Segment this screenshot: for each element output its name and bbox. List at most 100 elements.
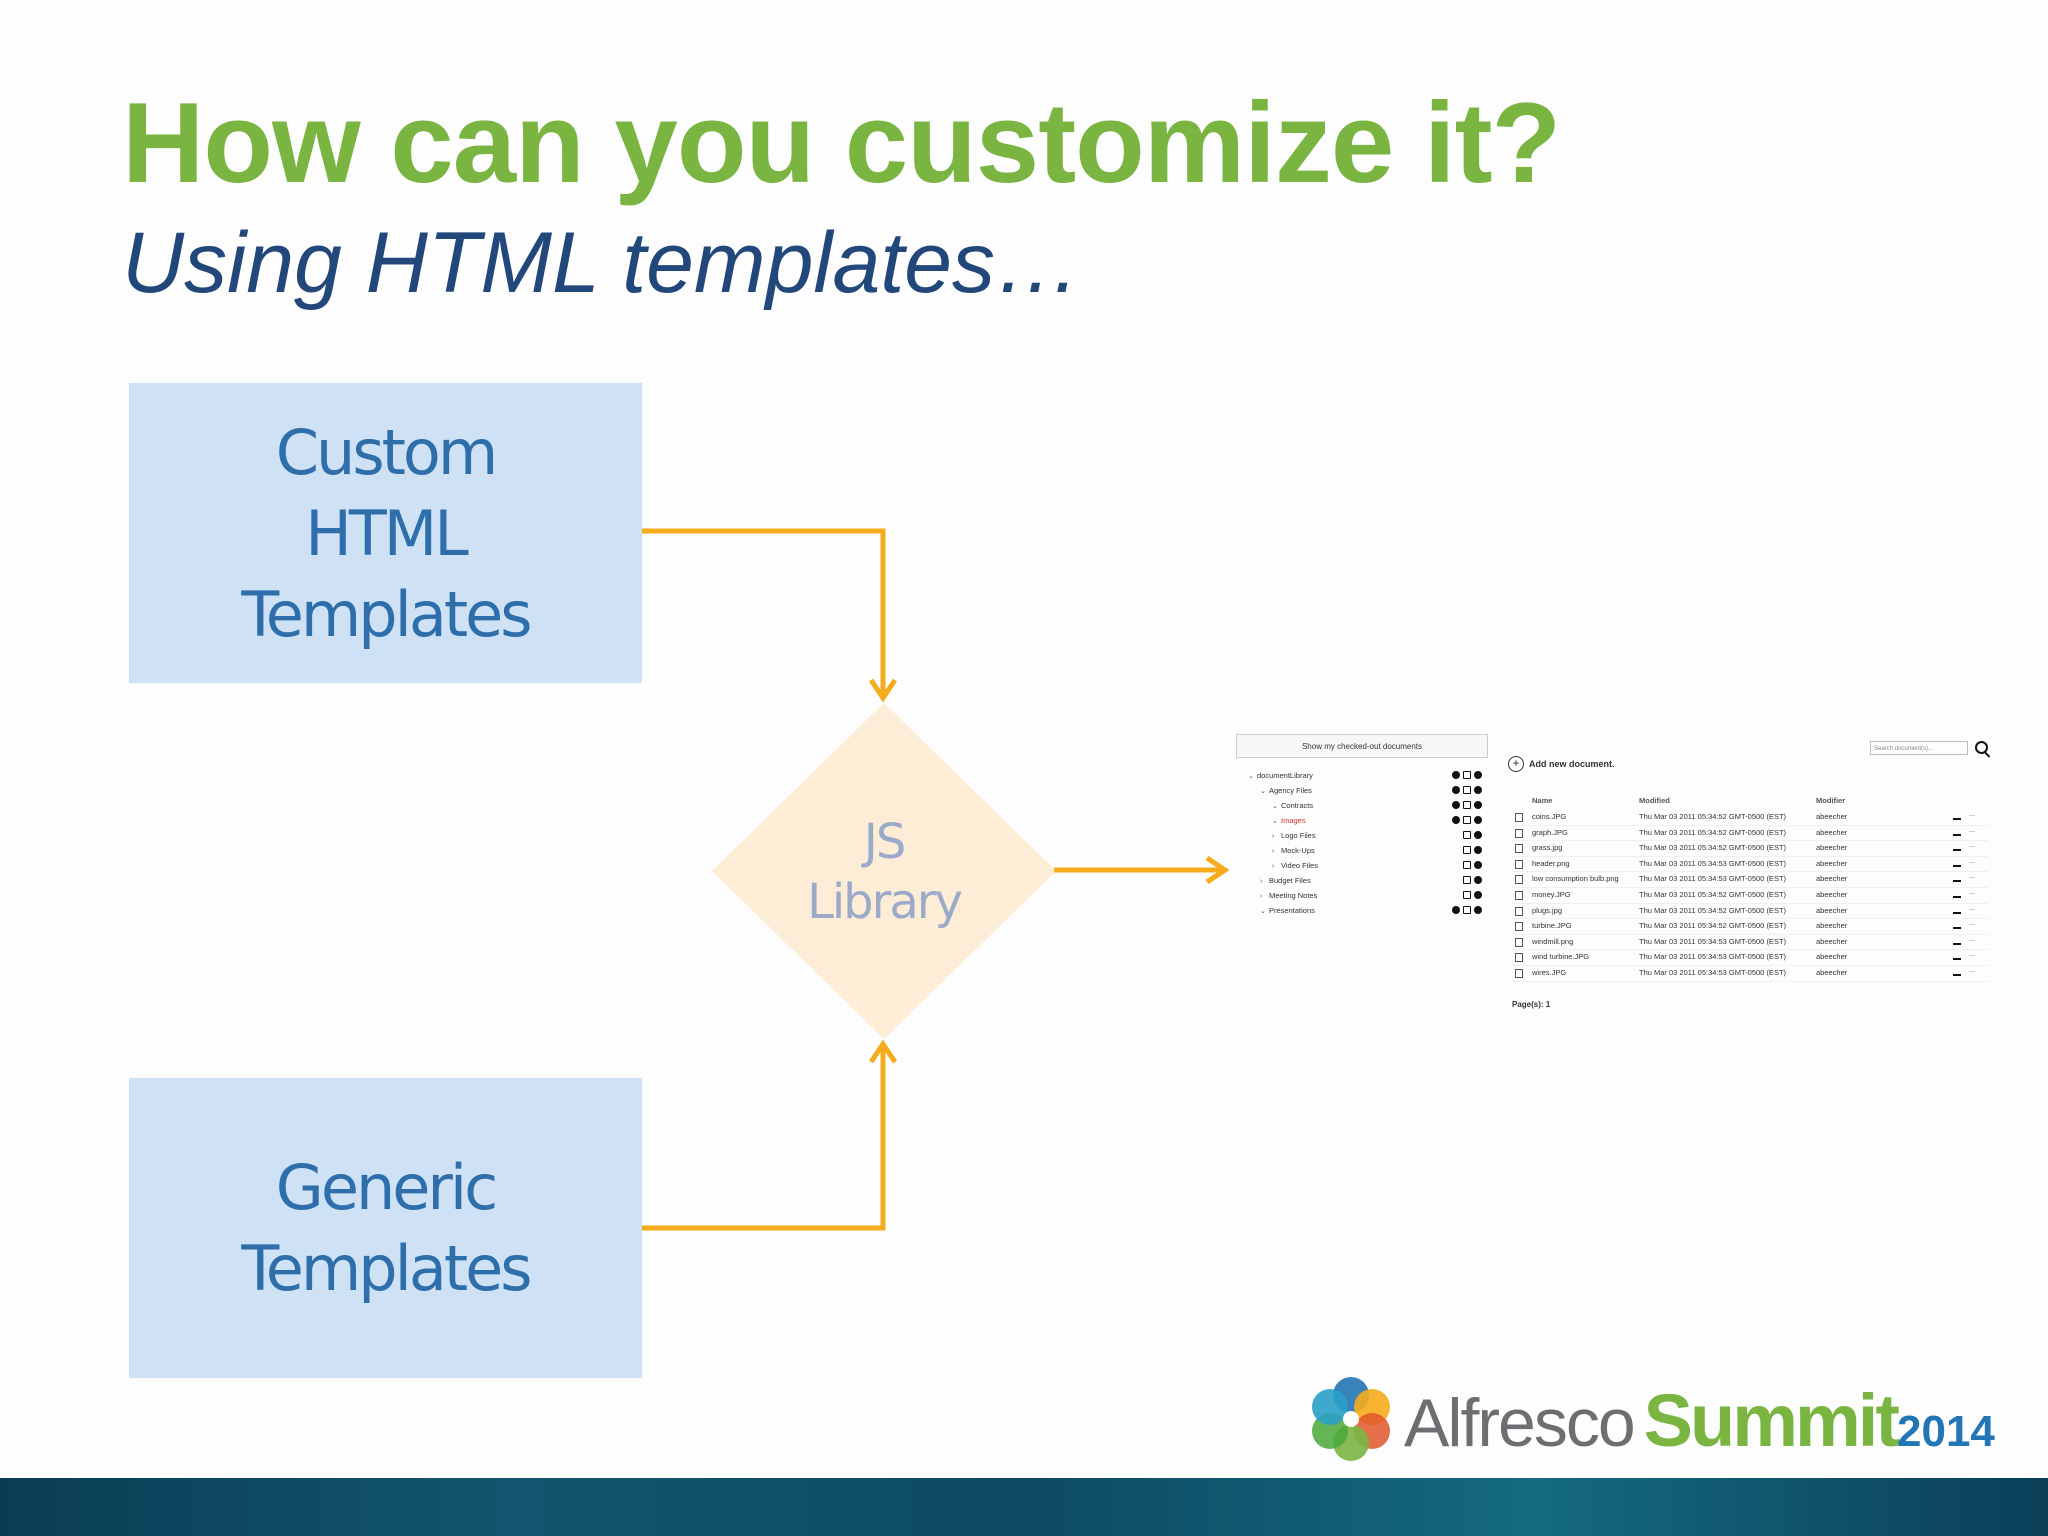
add-document-button[interactable]: + Add new document.: [1508, 756, 1615, 772]
tree-folder[interactable]: ⌄Agency Files: [1248, 783, 1488, 798]
delete-icon[interactable]: [1474, 876, 1482, 884]
file-name[interactable]: windmill.png: [1532, 936, 1574, 946]
download-icon[interactable]: [1953, 814, 1961, 820]
add-folder-icon[interactable]: [1452, 801, 1460, 809]
chevron-down-icon[interactable]: ⌄: [1260, 908, 1266, 915]
file-name[interactable]: grass.jpg: [1532, 843, 1563, 853]
tree-folder[interactable]: ⌄Images: [1248, 813, 1488, 828]
chevron-down-icon[interactable]: ⌄: [1260, 788, 1266, 795]
tree-folder-label: Mock-Ups: [1281, 846, 1315, 855]
file-name[interactable]: plugs.jpg: [1532, 905, 1563, 915]
download-icon[interactable]: [1953, 923, 1961, 930]
chevron-down-icon[interactable]: ⌄: [1272, 818, 1278, 825]
tree-folder[interactable]: ⌄documentLibrary: [1248, 768, 1488, 783]
tree-folder[interactable]: ⌄Presentations: [1248, 903, 1488, 918]
chevron-right-icon[interactable]: ›: [1272, 863, 1275, 870]
download-icon[interactable]: [1953, 861, 1961, 867]
tree-folder[interactable]: ›Budget Files: [1248, 873, 1488, 888]
more-actions-icon[interactable]: ...: [1969, 902, 1976, 912]
search-icon[interactable]: [1975, 741, 1988, 754]
file-name[interactable]: wires.JPG: [1532, 967, 1567, 977]
edit-icon[interactable]: [1463, 816, 1471, 824]
delete-icon[interactable]: [1474, 786, 1482, 794]
delete-icon[interactable]: [1474, 846, 1482, 854]
edit-icon[interactable]: [1463, 831, 1471, 839]
column-modifier-header[interactable]: Modifier: [1816, 796, 1846, 805]
tree-folder[interactable]: ›Meeting Notes: [1248, 888, 1488, 903]
more-actions-icon[interactable]: ...: [1969, 824, 1976, 834]
tree-folder[interactable]: › Mock-Ups: [1248, 843, 1488, 858]
download-icon[interactable]: [1953, 939, 1961, 945]
delete-icon[interactable]: [1474, 906, 1482, 914]
column-name-header[interactable]: Name: [1532, 796, 1553, 805]
edit-icon[interactable]: [1463, 771, 1471, 779]
chevron-right-icon[interactable]: ›: [1272, 833, 1275, 840]
tree-folder[interactable]: ⌄Contracts: [1248, 798, 1488, 813]
delete-icon[interactable]: [1474, 831, 1482, 839]
add-folder-icon[interactable]: [1452, 786, 1460, 794]
delete-icon[interactable]: [1474, 861, 1482, 869]
edit-icon[interactable]: [1463, 906, 1471, 914]
add-folder-icon[interactable]: [1452, 771, 1460, 779]
more-actions-icon[interactable]: ...: [1969, 871, 1976, 881]
download-icon[interactable]: [1953, 892, 1961, 898]
pages-value[interactable]: 1: [1545, 1000, 1551, 1009]
file-name[interactable]: money.JPG: [1532, 889, 1571, 899]
file-modifier: abeecher: [1816, 936, 1848, 946]
file-name[interactable]: wind turbine.JPG: [1532, 952, 1590, 962]
more-actions-icon[interactable]: ...: [1969, 949, 1976, 959]
add-folder-icon[interactable]: [1452, 816, 1460, 824]
download-icon[interactable]: [1953, 908, 1961, 914]
pages-label: Page(s):: [1512, 1000, 1544, 1009]
chevron-right-icon[interactable]: ›: [1272, 848, 1275, 855]
chevron-right-icon[interactable]: ›: [1260, 893, 1263, 900]
download-icon[interactable]: [1953, 876, 1961, 883]
more-actions-icon[interactable]: ...: [1969, 855, 1976, 865]
column-modified-header[interactable]: Modified: [1639, 796, 1670, 805]
chevron-right-icon[interactable]: ›: [1260, 878, 1263, 885]
chevron-down-icon[interactable]: ⌄: [1272, 803, 1278, 810]
more-actions-icon[interactable]: ...: [1969, 933, 1976, 943]
edit-icon[interactable]: [1463, 846, 1471, 854]
delete-icon[interactable]: [1474, 816, 1482, 824]
edit-icon[interactable]: [1463, 876, 1471, 884]
file-name[interactable]: turbine.JPG: [1532, 921, 1572, 931]
download-icon[interactable]: [1953, 845, 1961, 852]
file-name[interactable]: coins.JPG: [1532, 812, 1567, 821]
file-name[interactable]: low consumption bulb.png: [1532, 874, 1619, 884]
more-actions-icon[interactable]: ...: [1969, 809, 1976, 818]
show-checked-out-button[interactable]: Show my checked-out documents: [1236, 734, 1488, 758]
delete-icon[interactable]: [1474, 771, 1482, 779]
chevron-down-icon[interactable]: ⌄: [1248, 773, 1254, 780]
download-icon[interactable]: [1953, 830, 1961, 836]
delete-icon[interactable]: [1474, 891, 1482, 899]
download-icon[interactable]: [1953, 954, 1961, 961]
edit-icon[interactable]: [1463, 861, 1471, 869]
edit-icon[interactable]: [1463, 786, 1471, 794]
file-name[interactable]: graph.JPG: [1532, 827, 1568, 837]
delete-icon[interactable]: [1474, 801, 1482, 809]
search-input[interactable]: Search document(s)...: [1870, 741, 1968, 755]
add-folder-icon[interactable]: [1452, 906, 1460, 914]
tree-folder[interactable]: ›Video Files: [1248, 858, 1488, 873]
tree-folder[interactable]: ›Logo Files: [1248, 828, 1488, 843]
more-actions-icon[interactable]: ...: [1969, 840, 1976, 850]
edit-icon[interactable]: [1463, 891, 1471, 899]
more-actions-icon[interactable]: ...: [1969, 886, 1976, 896]
more-actions-icon[interactable]: ...: [1969, 918, 1976, 928]
download-icon[interactable]: [1953, 970, 1961, 976]
file-name[interactable]: header.png: [1532, 858, 1570, 868]
edit-icon[interactable]: [1463, 801, 1471, 809]
more-actions-icon[interactable]: ...: [1969, 964, 1976, 974]
